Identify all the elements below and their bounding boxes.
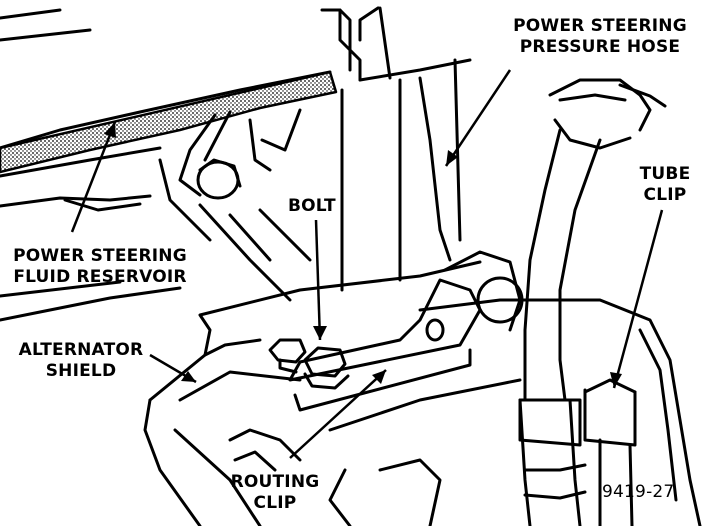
- reservoir-mount: [0, 203, 312, 322]
- upper-left-edge: [0, 8, 92, 42]
- alternator-shield-arrowhead: [181, 371, 196, 382]
- alternator-shield-label-line2: SHIELD: [45, 361, 117, 381]
- alternator-shield-label: ALTERNATOR SHIELD: [6, 340, 156, 382]
- routing-clip-bracket: [288, 250, 524, 412]
- routing-clip-label-line1: ROUTING: [230, 472, 320, 492]
- alternator-shield: [143, 260, 702, 526]
- reservoir-label: POWER STEERING FLUID RESERVOIR: [2, 246, 198, 288]
- bolt: [268, 338, 350, 390]
- reservoir-arrowhead: [104, 122, 116, 138]
- bolt-arrowhead: [313, 326, 327, 340]
- routing-clip-leader: [289, 369, 387, 459]
- routing-clip-label-line2: CLIP: [253, 493, 297, 513]
- fluid-reservoir: [0, 70, 338, 212]
- pressure-hose-label-line1: POWER STEERING: [513, 16, 687, 36]
- tube-clip-arrowhead: [610, 372, 622, 388]
- reservoir-cap: [158, 108, 302, 242]
- pressure-hose-leader: [444, 69, 512, 167]
- pressure-hose-arrowhead: [446, 150, 458, 166]
- figure-number: 9419-27: [602, 482, 675, 502]
- bolt-leader: [314, 219, 322, 341]
- pressure-hose-label: POWER STEERING PRESSURE HOSE: [500, 16, 700, 58]
- arrowheads: [104, 122, 622, 388]
- tube-clip-label: TUBE CLIP: [630, 164, 700, 206]
- reservoir-leader: [70, 121, 117, 233]
- pressure-hose-label-line2: PRESSURE HOSE: [519, 37, 681, 57]
- pressure-hose: [518, 128, 602, 526]
- tube-clip-label-line2: CLIP: [643, 185, 687, 205]
- leader-lines: [70, 69, 664, 459]
- alternator-shield-label-line1: ALTERNATOR: [18, 340, 144, 360]
- tube-clip: [518, 378, 637, 526]
- hose-fitting: [548, 78, 667, 150]
- bolt-label: BOLT: [288, 196, 336, 216]
- reservoir-label-line1: POWER STEERING: [13, 246, 187, 266]
- tube-clip-label-line1: TUBE: [639, 164, 691, 184]
- routing-clip-label: ROUTING CLIP: [220, 472, 330, 514]
- reservoir-label-line2: FLUID RESERVOIR: [13, 267, 187, 287]
- tube-clip-leader: [612, 209, 664, 389]
- engine-bracket: [320, 6, 472, 292]
- routing-clip-arrowhead: [372, 370, 386, 384]
